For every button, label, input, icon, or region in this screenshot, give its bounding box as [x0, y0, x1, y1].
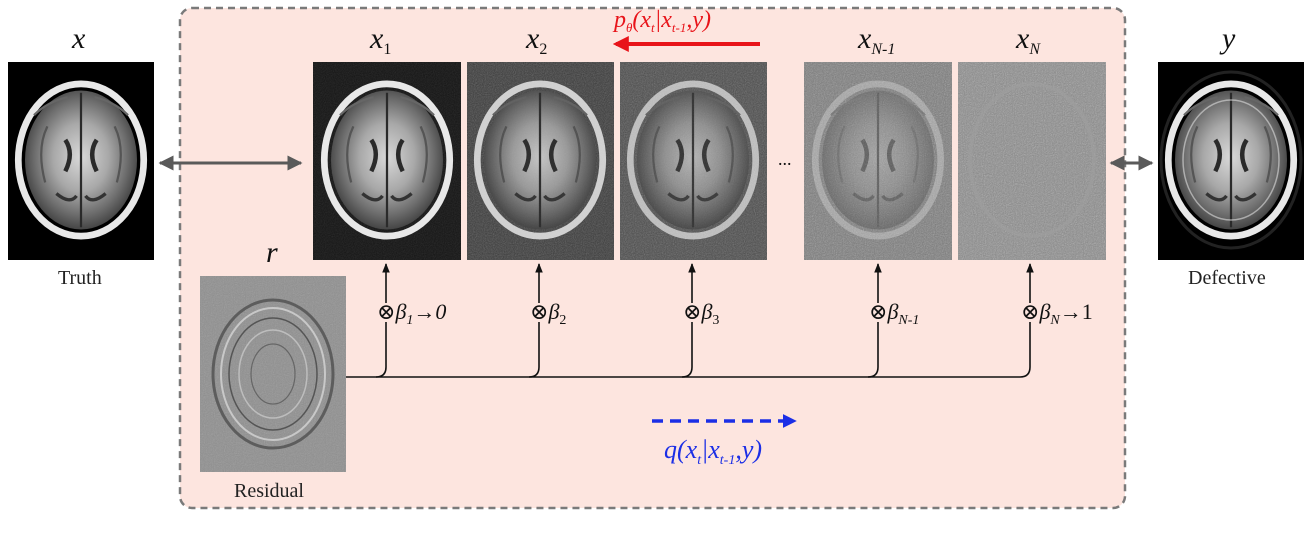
beta-N-1-label: ⊗βN-1: [869, 299, 920, 328]
defective-image: [1158, 62, 1304, 260]
label-y-defective: y: [1222, 22, 1236, 55]
caption-defective: Defective: [1188, 267, 1266, 289]
label-x-truth: x: [72, 22, 86, 55]
label-r-residual: r: [266, 236, 278, 269]
label-x1: x1: [370, 22, 392, 58]
xN-image: [958, 62, 1106, 260]
residual-image: [200, 276, 346, 472]
x1-image: [313, 62, 461, 260]
x3-image: [620, 62, 767, 260]
label-xN-1: xN-1: [858, 22, 896, 58]
ellipsis: ...: [778, 149, 792, 169]
beta-up-arrows: [382, 263, 1034, 303]
residual-connectors: [346, 322, 1031, 378]
truth-image: [8, 62, 154, 260]
beta-3-label: ⊗β3: [683, 299, 720, 328]
beta-1-label: ⊗β1→0: [377, 299, 447, 328]
label-x2: x2: [526, 22, 548, 58]
x2-image: [467, 62, 614, 260]
forward-process-label: q(xt|xt-1,y): [664, 435, 763, 468]
caption-residual: Residual: [234, 480, 304, 502]
beta-2-label: ⊗β2: [530, 299, 567, 328]
xN-1-image: [804, 62, 952, 260]
label-xN: xN: [1016, 22, 1040, 58]
reverse-process-label: pθ(xt|xt-1,y): [614, 7, 712, 35]
beta-N-label: ⊗βN→1: [1021, 299, 1093, 328]
caption-truth: Truth: [58, 267, 102, 289]
